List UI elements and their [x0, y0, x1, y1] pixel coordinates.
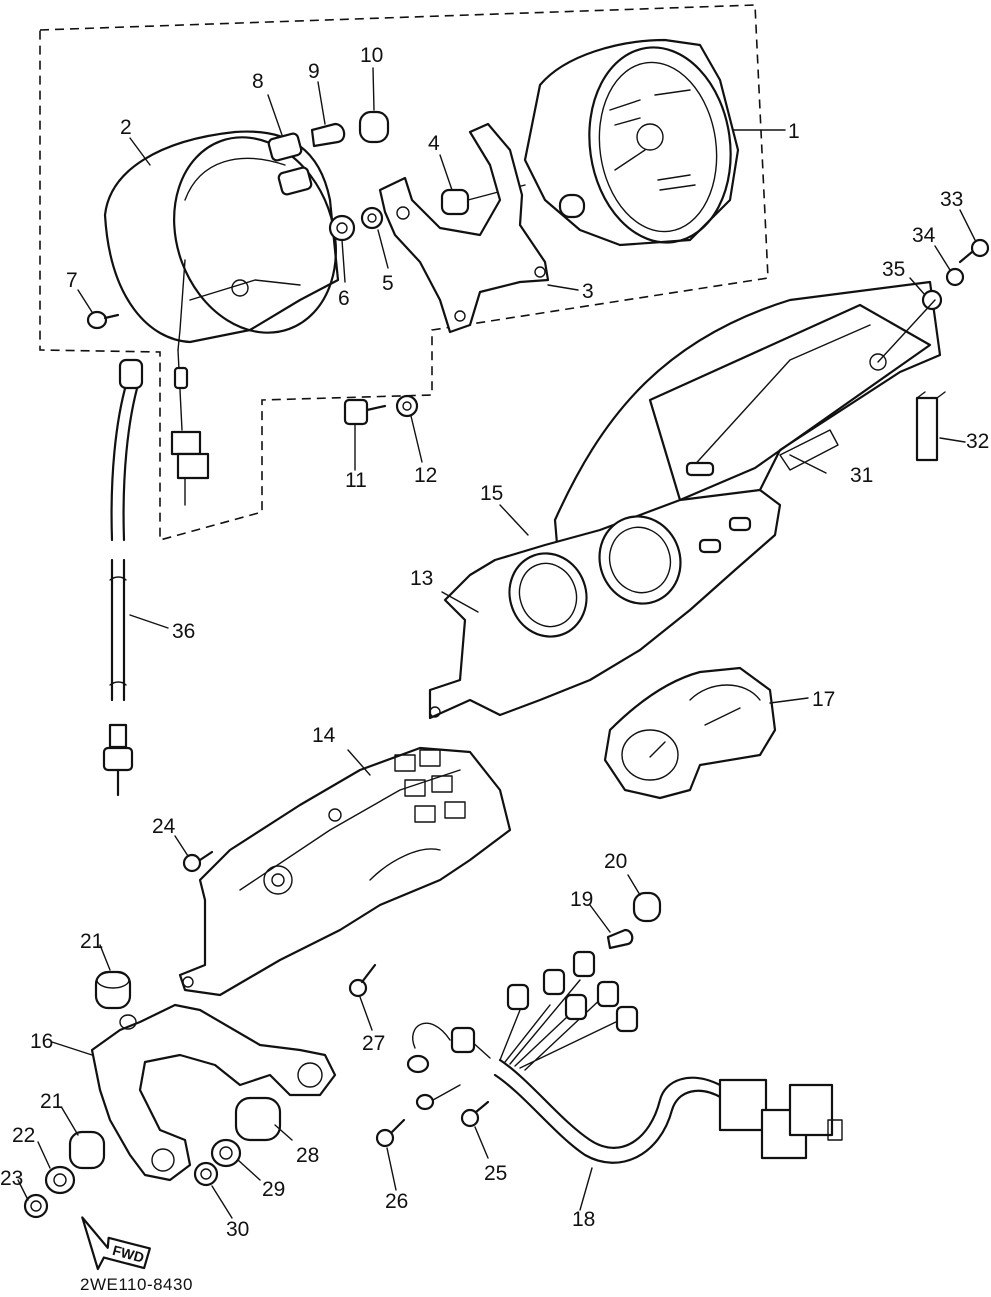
screw-2	[958, 238, 990, 264]
figure-code: 2WE110-8430	[80, 1275, 193, 1294]
callout-24: 24	[152, 815, 176, 838]
washer-3	[945, 267, 965, 287]
callout-9: 9	[308, 60, 320, 83]
callout-31: 31	[850, 464, 873, 487]
callout-21b: 21	[40, 1090, 63, 1113]
damper-2	[234, 1096, 282, 1142]
callout-29: 29	[262, 1178, 285, 1201]
meter-housing	[428, 488, 782, 720]
callout-18: 18	[572, 1208, 595, 1231]
callout-22: 22	[12, 1124, 35, 1147]
meter-bracket	[378, 122, 550, 334]
callout-26: 26	[385, 1190, 408, 1213]
callout-16: 16	[30, 1030, 53, 1053]
callout-7: 7	[66, 269, 78, 292]
damper-lower	[68, 1130, 106, 1170]
bulb-cap-2	[632, 891, 662, 923]
grommet	[328, 214, 356, 242]
lower-bracket	[90, 1003, 337, 1182]
bulb-2	[606, 928, 634, 950]
callout-28: 28	[296, 1144, 319, 1167]
callout-11: 11	[345, 469, 367, 492]
screw	[86, 310, 120, 330]
screw-4	[348, 963, 377, 998]
screw-6	[375, 1118, 406, 1148]
callout-numbers: 1 2 3 4 5 6 7 8 9 10 11 12 13 14 15 16 1…	[0, 44, 989, 1241]
wire-harness	[406, 950, 843, 1164]
callout-35: 35	[882, 258, 905, 281]
washer	[360, 206, 384, 230]
nut	[23, 1193, 49, 1219]
callout-23: 23	[0, 1167, 23, 1190]
bulb	[310, 122, 346, 148]
meter-face	[603, 666, 777, 800]
speedometer-gauge	[523, 38, 740, 247]
bulb-socket	[267, 132, 313, 196]
callout-36: 36	[172, 620, 195, 643]
collar	[44, 1165, 76, 1195]
washer-4	[210, 1138, 242, 1168]
callout-6: 6	[338, 287, 350, 310]
callout-33: 33	[940, 188, 963, 211]
callout-13: 13	[410, 567, 433, 590]
callout-20: 20	[604, 850, 627, 873]
callout-12: 12	[414, 464, 437, 487]
grommet-2	[921, 289, 943, 311]
callout-15: 15	[480, 482, 503, 505]
callout-32: 32	[966, 430, 989, 453]
bolt	[343, 398, 387, 426]
nut-2	[193, 1161, 219, 1187]
cushion	[915, 391, 946, 462]
meter-panel-strip	[779, 429, 839, 471]
screw-5	[460, 1100, 490, 1128]
callout-27: 27	[362, 1032, 385, 1055]
bulb-cap	[358, 110, 390, 144]
case-wiring	[170, 349, 210, 506]
callout-34: 34	[912, 224, 936, 247]
meter-case	[103, 130, 340, 351]
callout-5: 5	[382, 272, 394, 295]
callout-8: 8	[252, 70, 264, 93]
speedometer-cable	[102, 358, 144, 797]
callout-19: 19	[570, 888, 593, 911]
callout-1: 1	[788, 120, 800, 143]
callout-25: 25	[484, 1162, 507, 1185]
screw-3	[182, 850, 214, 873]
callout-2: 2	[120, 116, 132, 139]
callout-30: 30	[226, 1218, 249, 1241]
assembly-boundary-1	[39, 4, 769, 542]
callout-21a: 21	[80, 930, 103, 953]
leader-lines	[17, 67, 976, 1219]
damper-upper	[94, 970, 132, 1010]
forward-arrow-icon: FWD	[81, 1216, 151, 1271]
callout-14: 14	[312, 724, 336, 747]
callout-3: 3	[582, 280, 594, 303]
callout-17: 17	[812, 688, 835, 711]
washer-2	[395, 394, 419, 418]
callout-4: 4	[428, 132, 440, 155]
fwd-label: FWD	[111, 1242, 146, 1266]
callout-10: 10	[360, 44, 383, 67]
meter-base	[178, 746, 512, 997]
